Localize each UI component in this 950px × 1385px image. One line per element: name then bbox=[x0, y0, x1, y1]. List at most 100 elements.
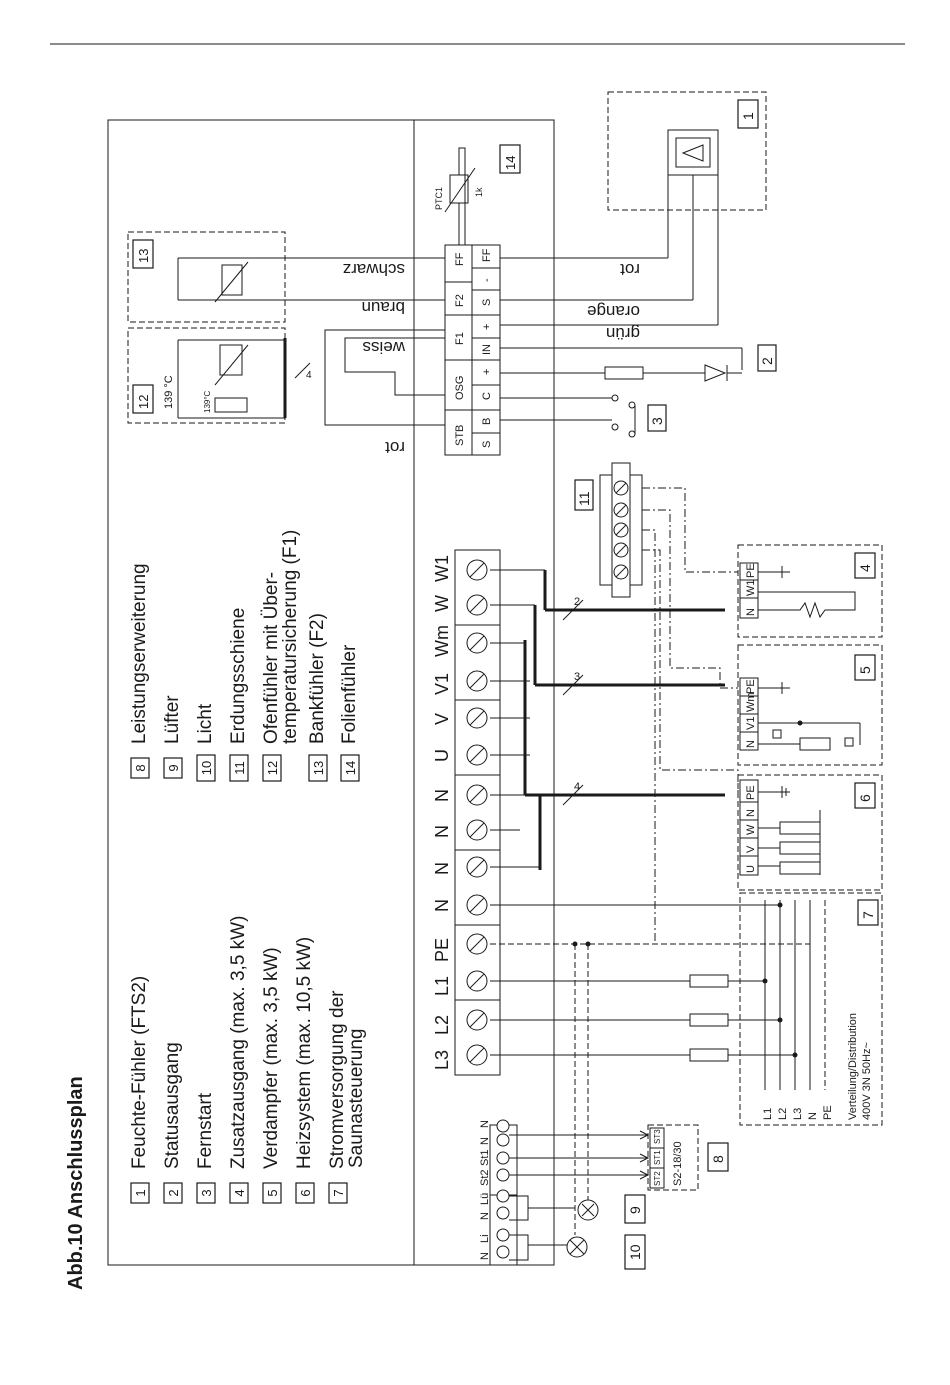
svg-text:Leistungserweiterung: Leistungserweiterung bbox=[129, 563, 150, 744]
box-10-label: 10 bbox=[624, 1234, 646, 1270]
box-12-oven-sensor: 12 139 °C 139°C 4 bbox=[127, 327, 312, 424]
svg-text:Zusatzausgang (max. 3,5 kW): Zusatzausgang (max. 3,5 kW) bbox=[228, 916, 249, 1169]
bus-bars bbox=[490, 569, 725, 870]
svg-text:orange: orange bbox=[587, 302, 640, 321]
svg-text:S: S bbox=[481, 441, 493, 448]
svg-text:rot: rot bbox=[385, 438, 405, 457]
svg-text:C: C bbox=[481, 392, 493, 400]
svg-text:N: N bbox=[745, 809, 757, 817]
box-5-evaporator: N V1 Wm PE 5 bbox=[737, 644, 883, 766]
legend-item-14: 14 Folienfühler bbox=[339, 644, 360, 782]
legend-item-13: 13 Bankfühler (F2) bbox=[307, 613, 328, 782]
svg-text:9: 9 bbox=[166, 764, 181, 771]
svg-text:12: 12 bbox=[136, 395, 151, 409]
svg-text:2: 2 bbox=[166, 1189, 181, 1196]
svg-text:L3: L3 bbox=[432, 1050, 452, 1070]
svg-text:S2-18/30: S2-18/30 bbox=[672, 1141, 684, 1186]
svg-text:V: V bbox=[745, 845, 757, 853]
svg-text:PE: PE bbox=[745, 785, 757, 800]
svg-text:Fernstart: Fernstart bbox=[195, 1092, 216, 1169]
svg-text:8: 8 bbox=[133, 764, 148, 771]
svg-text:1: 1 bbox=[133, 1189, 148, 1196]
svg-text:W: W bbox=[432, 595, 452, 612]
svg-text:Lü: Lü bbox=[479, 1193, 491, 1205]
svg-text:grün: grün bbox=[606, 324, 640, 343]
legend-column-2: 8 Leistungserweiterung 9 Lüfter 10 Licht… bbox=[129, 530, 360, 782]
svg-text:V: V bbox=[432, 713, 452, 725]
box-9-label: 9 bbox=[624, 1194, 646, 1224]
svg-text:PTC1: PTC1 bbox=[434, 187, 444, 210]
main-frame bbox=[107, 119, 555, 1266]
svg-text:OSG: OSG bbox=[454, 376, 466, 400]
svg-text:2: 2 bbox=[759, 357, 775, 365]
svg-text:Lüfter: Lüfter bbox=[162, 695, 183, 744]
svg-text:139 °C: 139 °C bbox=[163, 375, 175, 409]
svg-text:St1: St1 bbox=[479, 1149, 491, 1166]
svg-text:6: 6 bbox=[298, 1189, 313, 1196]
svg-text:ST2: ST2 bbox=[653, 1171, 662, 1186]
main-terminal-block bbox=[454, 549, 501, 1076]
box-14-foil-sensor: 14 PTC1 1k bbox=[434, 144, 521, 245]
svg-text:7: 7 bbox=[331, 1189, 346, 1196]
svg-text:W: W bbox=[745, 824, 757, 835]
svg-text:N: N bbox=[479, 1252, 491, 1260]
svg-text:12: 12 bbox=[265, 761, 280, 775]
svg-text:3: 3 bbox=[199, 1189, 214, 1196]
wire-count-markers: 2 3 4 bbox=[562, 596, 584, 806]
svg-text:5: 5 bbox=[857, 666, 873, 674]
svg-text:4: 4 bbox=[574, 781, 580, 793]
legend-item-7-cont: Saunasteuerung bbox=[346, 1029, 367, 1168]
svg-text:6: 6 bbox=[857, 794, 873, 802]
svg-text:V1: V1 bbox=[432, 673, 452, 695]
svg-text:10: 10 bbox=[627, 1244, 643, 1260]
svg-text:N: N bbox=[807, 1112, 819, 1120]
svg-text:Verteilung/Distribution: Verteilung/Distribution bbox=[847, 1013, 859, 1120]
svg-text:Ofenfühler mit Über-: Ofenfühler mit Über- bbox=[261, 572, 282, 744]
terminal-labels: L3 L2 L1 PE N N N N U V V1 Wm W W1 bbox=[432, 555, 452, 1070]
svg-text:N: N bbox=[432, 862, 452, 875]
supply-lines bbox=[490, 900, 826, 1090]
legend-item-3: 3 Fernstart bbox=[195, 1092, 216, 1204]
box-8-power-extension: ST2 ST1 ST3 S2-18/30 8 bbox=[647, 1124, 729, 1191]
svg-text:St2: St2 bbox=[479, 1169, 491, 1186]
svg-text:L1: L1 bbox=[432, 976, 452, 996]
svg-text:Wm: Wm bbox=[745, 692, 757, 712]
svg-text:ST3: ST3 bbox=[653, 1129, 662, 1144]
svg-text:PE: PE bbox=[745, 563, 757, 578]
svg-text:N: N bbox=[479, 1137, 491, 1145]
legend-item-6: 6 Heizsystem (max. 10,5 kW) bbox=[294, 937, 315, 1204]
svg-text:Licht: Licht bbox=[195, 703, 216, 744]
svg-text:weiss: weiss bbox=[362, 338, 406, 357]
box-3-label: 3 bbox=[647, 404, 667, 432]
svg-text:Heizsystem (max. 10,5 kW): Heizsystem (max. 10,5 kW) bbox=[294, 937, 315, 1169]
svg-text:2: 2 bbox=[574, 596, 580, 608]
svg-text:4: 4 bbox=[306, 370, 312, 381]
box-7-power-supply: 7 L1 L2 L3 N PE Verteilung/Distribution … bbox=[739, 892, 883, 1126]
svg-text:S: S bbox=[481, 299, 493, 306]
box-1-humidity-sensor: 1 bbox=[607, 91, 767, 325]
svg-text:Statusausgang: Statusausgang bbox=[162, 1042, 183, 1169]
svg-text:+: + bbox=[481, 324, 493, 330]
box-13-bench-sensor: 13 bbox=[127, 231, 286, 323]
svg-text:8: 8 bbox=[710, 1155, 726, 1163]
diagram-title: Abb.10 Anschlussplan bbox=[65, 1076, 87, 1290]
svg-text:N: N bbox=[745, 608, 757, 616]
svg-text:F1: F1 bbox=[454, 332, 466, 345]
legend-item-8: 8 Leistungserweiterung bbox=[129, 563, 150, 779]
svg-text:1k: 1k bbox=[474, 187, 484, 197]
svg-text:IN: IN bbox=[481, 344, 493, 355]
svg-text:N: N bbox=[745, 740, 757, 748]
svg-text:N: N bbox=[479, 1120, 491, 1128]
svg-text:STB: STB bbox=[454, 425, 466, 446]
svg-text:FF: FF bbox=[454, 252, 466, 266]
svg-text:L2: L2 bbox=[777, 1108, 789, 1120]
svg-text:13: 13 bbox=[136, 249, 151, 263]
svg-text:14: 14 bbox=[503, 156, 518, 170]
control-wires bbox=[178, 250, 743, 438]
svg-text:FF: FF bbox=[481, 248, 493, 262]
svg-text:3: 3 bbox=[649, 417, 665, 425]
legend-item-11: 11 Erdungsschiene bbox=[228, 608, 249, 782]
svg-text:braun: braun bbox=[362, 298, 405, 317]
